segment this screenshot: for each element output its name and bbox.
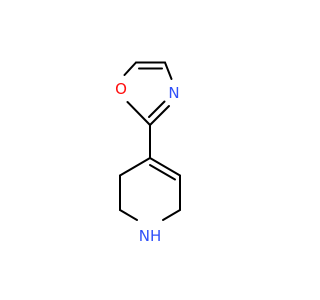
bond-n1p-c2p: [119, 209, 138, 221]
bond-c2-o1: [126, 101, 151, 126]
molecule-structure: O N NH: [115, 61, 181, 245]
atom-nh-label: NH: [139, 227, 162, 245]
bond-c6p-n1p: [162, 209, 181, 221]
bond-o1-c5: [123, 61, 137, 76]
tetrahydropyridine-ring: [119, 157, 181, 221]
bond-c4p-c5p: [149, 157, 181, 177]
oxazole-ring: [123, 61, 173, 126]
bond-n3-c2: [149, 105, 170, 126]
atom-nitrogen-label: N: [168, 84, 179, 102]
atom-oxygen-label: O: [115, 80, 127, 98]
bond-c4-n3: [164, 61, 173, 80]
bond-c4p-c5p-double: [149, 164, 176, 181]
bond-c3p-c4p: [119, 157, 151, 177]
bond-n3-c2-double: [148, 100, 166, 118]
